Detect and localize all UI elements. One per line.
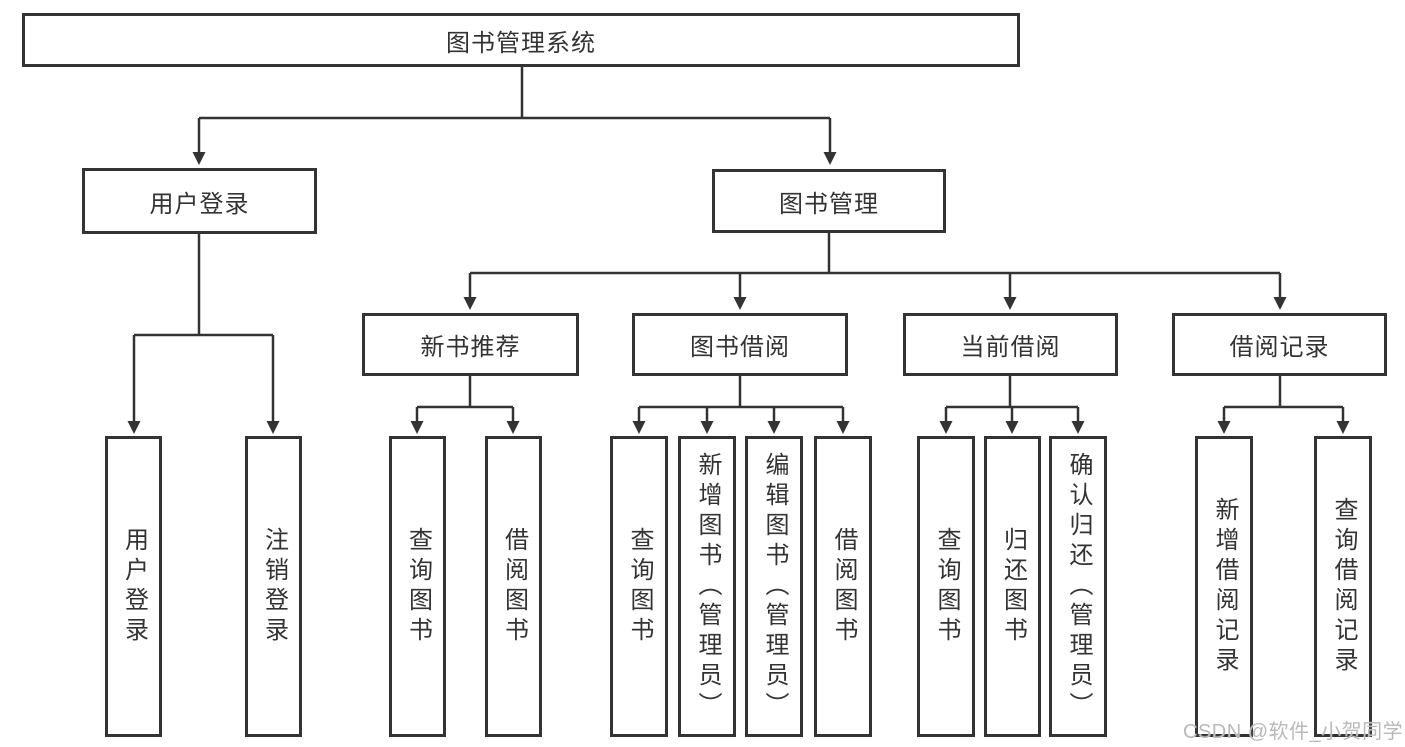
leaf-borrow-books-1: 借阅图书 <box>485 436 542 737</box>
node-current-borrowing: 当前借阅 <box>903 313 1118 376</box>
leaf-user-login: 用户登录 <box>105 436 162 737</box>
leaf-query-books-1: 查询图书 <box>389 436 446 737</box>
leaf-edit-books-admin: 编辑图书（管理员） <box>745 436 803 737</box>
leaf-add-borrow-record: 新增借阅记录 <box>1195 436 1253 737</box>
node-book-borrowing: 图书借阅 <box>632 313 848 376</box>
leaf-logout: 注销登录 <box>245 436 302 737</box>
node-borrow-records: 借阅记录 <box>1172 313 1387 376</box>
node-new-book-recommend: 新书推荐 <box>362 313 579 376</box>
node-user-login: 用户登录 <box>82 168 317 234</box>
leaf-query-books-3: 查询图书 <box>917 436 975 737</box>
leaf-add-books-admin: 新增图书（管理员） <box>678 436 736 737</box>
leaf-borrow-books-2: 借阅图书 <box>814 436 872 737</box>
leaf-return-books: 归还图书 <box>984 436 1041 737</box>
node-book-management: 图书管理 <box>712 169 946 233</box>
node-root: 图书管理系统 <box>22 13 1020 67</box>
leaf-query-books-2: 查询图书 <box>610 436 668 737</box>
leaf-query-borrow-record: 查询借阅记录 <box>1314 436 1372 737</box>
watermark: CSDN @软件_小贺同学 <box>1183 721 1404 743</box>
leaf-confirm-return-admin: 确认归还（管理员） <box>1049 436 1107 737</box>
